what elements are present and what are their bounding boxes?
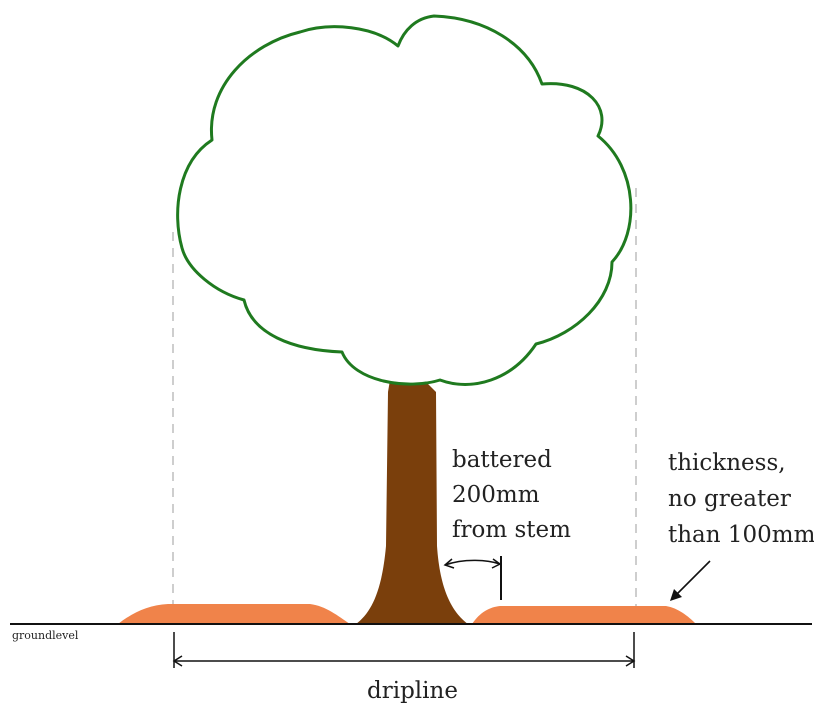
dripline-label: dripline [367,678,458,704]
battered-curved-line [444,559,501,566]
dripline-left-arrowhead [172,655,183,667]
groundlevel-label: groundlevel [12,629,79,642]
battered-left-arrowhead [443,558,455,569]
thickness-label-line-1: thickness, [668,450,786,476]
tree-trunk [356,365,468,624]
thickness-pointer-line [673,560,711,598]
thickness-pointer-arrowhead [670,589,682,601]
battered-label-line-3: from stem [452,517,571,543]
dripline-right-arrowhead [625,655,636,667]
thickness-label-line-3: than 100mm [668,522,814,548]
right-mulch-layer [472,606,696,624]
left-mulch-layer [118,604,350,624]
tree-canopy [176,14,633,386]
battered-label-line-2: 200mm [452,482,540,508]
thickness-label-line-2: no greater [668,486,791,512]
battered-label-line-1: battered [452,447,552,473]
